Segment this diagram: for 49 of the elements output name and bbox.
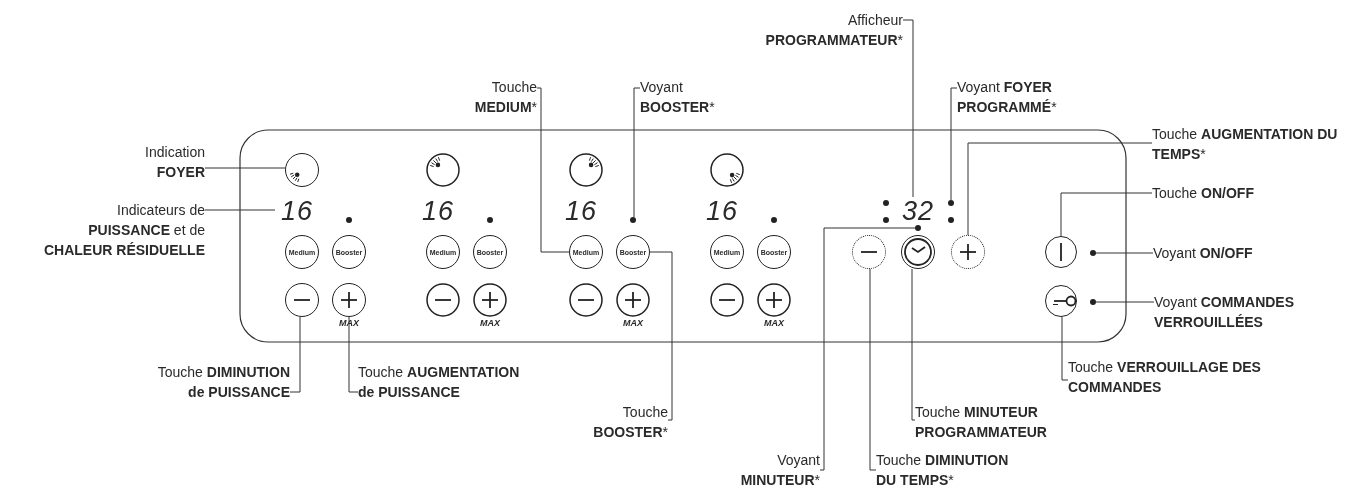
callout-text: Voyant FOYER PROGRAMMÉ*: [957, 77, 1092, 117]
callout-text: Touche BOOSTER*: [568, 402, 668, 442]
leader-line: [950, 87, 958, 201]
leader-line: [536, 87, 570, 253]
leader-line: [869, 268, 877, 471]
callout-text: Touche DIMINUTION DU TEMPS*: [876, 450, 1026, 490]
leader-line: [1095, 252, 1154, 254]
leader-line: [1061, 316, 1069, 381]
leader-line: [967, 142, 1153, 236]
callout-text: Touche VERROUILLAGE DES COMMANDES: [1068, 357, 1308, 397]
indicator-light: [1090, 299, 1096, 305]
leader-line: [819, 227, 916, 471]
digit-display: 16: [420, 197, 455, 225]
max-label: MAX: [479, 318, 501, 328]
indicator-light: [915, 225, 921, 231]
leader-line: [911, 268, 916, 421]
callout-text: Voyant BOOSTER*: [640, 77, 740, 117]
clock-button: [901, 235, 935, 269]
callout-text: Indication FOYER: [105, 142, 205, 182]
callout-text: Touche AUGMENTATION DU TEMPS*: [1152, 124, 1342, 164]
leader-line: [204, 167, 286, 169]
callout-text: Touche MINUTEUR PROGRAMMATEUR: [915, 402, 1155, 442]
leader-line: [902, 19, 914, 198]
leader-line: [289, 316, 301, 393]
leader-line: [348, 316, 359, 393]
leader-line: [649, 251, 673, 421]
indicator-light: [630, 217, 636, 223]
indicator-light: [948, 200, 954, 206]
digit-display: 16: [563, 197, 598, 225]
callout-text: Voyant COMMANDES VERROUILLÉES: [1154, 292, 1326, 332]
digit-display: 32: [896, 197, 940, 225]
leader-line: [1095, 301, 1155, 303]
callout-text: Afficheur PROGRAMMATEUR*: [753, 10, 903, 50]
max-label: MAX: [338, 318, 360, 328]
callout-text: Touche AUGMENTATION de PUISSANCE: [358, 362, 533, 402]
max-label: MAX: [763, 318, 785, 328]
callout-text: Indicateurs de PUISSANCE et de CHALEUR RÉSIDUELLE: [35, 200, 205, 260]
digit-display: 16: [704, 197, 739, 225]
callout-text: Touche MEDIUM*: [437, 77, 537, 117]
max-label: MAX: [622, 318, 644, 328]
callout-text: Touche ON/OFF: [1152, 183, 1302, 203]
callout-text: Voyant ON/OFF: [1153, 243, 1303, 263]
digit-display: 16: [275, 197, 319, 225]
indicator-light: [1090, 250, 1096, 256]
callout-text: Touche DIMINUTION de PUISSANCE: [150, 362, 290, 402]
leader-line: [1060, 192, 1153, 237]
leader-line: [204, 209, 276, 211]
leader-line: [633, 87, 641, 218]
callout-text: Voyant MINUTEUR*: [730, 450, 820, 490]
